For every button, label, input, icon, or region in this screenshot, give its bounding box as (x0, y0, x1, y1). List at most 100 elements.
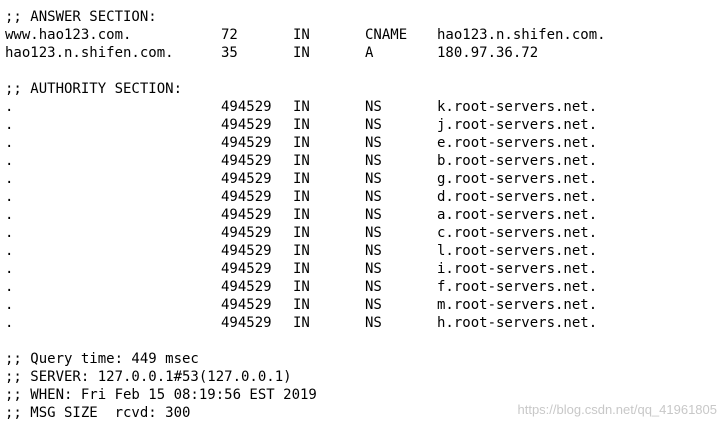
record-name: . (5, 153, 14, 169)
record-class: IN (293, 225, 310, 241)
authority-record-row: . 494529 IN NS d.root-servers.net. (5, 188, 720, 206)
record-ttl: 494529 (221, 135, 272, 151)
record-ttl: 35 (221, 45, 238, 61)
record-name: . (5, 297, 14, 313)
authority-record-row: . 494529 IN NS a.root-servers.net. (5, 206, 720, 224)
record-data: c.root-servers.net. (437, 225, 598, 241)
record-name: . (5, 279, 14, 295)
record-type: NS (365, 171, 382, 187)
answer-record-row: hao123.n.shifen.com. 35 IN A 180.97.36.7… (5, 44, 720, 62)
record-data: m.root-servers.net. (437, 297, 598, 313)
record-class: IN (293, 297, 310, 313)
blank-line (5, 332, 720, 350)
record-class: IN (293, 153, 310, 169)
authority-record-row: . 494529 IN NS b.root-servers.net. (5, 152, 720, 170)
record-name: . (5, 99, 14, 115)
record-type: NS (365, 207, 382, 223)
record-ttl: 494529 (221, 153, 272, 169)
record-ttl: 494529 (221, 297, 272, 313)
record-name: . (5, 135, 14, 151)
record-ttl: 494529 (221, 279, 272, 295)
record-type: NS (365, 135, 382, 151)
answer-record-row: www.hao123.com. 72 IN CNAME hao123.n.shi… (5, 26, 720, 44)
record-type: NS (365, 153, 382, 169)
authority-record-row: . 494529 IN NS c.root-servers.net. (5, 224, 720, 242)
record-type: NS (365, 99, 382, 115)
record-ttl: 494529 (221, 171, 272, 187)
record-ttl: 494529 (221, 225, 272, 241)
authority-record-row: . 494529 IN NS i.root-servers.net. (5, 260, 720, 278)
authority-record-row: . 494529 IN NS m.root-servers.net. (5, 296, 720, 314)
server-line: ;; SERVER: 127.0.0.1#53(127.0.0.1) (5, 369, 292, 385)
record-type: NS (365, 225, 382, 241)
record-type: NS (365, 117, 382, 133)
authority-section-header: ;; AUTHORITY SECTION: (5, 81, 183, 97)
record-name: hao123.n.shifen.com. (5, 45, 174, 61)
record-name: . (5, 117, 14, 133)
blank-line (5, 62, 720, 80)
record-class: IN (293, 135, 310, 151)
record-type: NS (365, 297, 382, 313)
record-data: h.root-servers.net. (437, 315, 598, 331)
record-name: . (5, 171, 14, 187)
record-ttl: 494529 (221, 189, 272, 205)
record-type: NS (365, 261, 382, 277)
record-data: l.root-servers.net. (437, 243, 598, 259)
record-type: NS (365, 315, 382, 331)
record-ttl: 494529 (221, 207, 272, 223)
record-ttl: 72 (221, 27, 238, 43)
record-ttl: 494529 (221, 99, 272, 115)
authority-record-row: . 494529 IN NS f.root-servers.net. (5, 278, 720, 296)
answer-section-header: ;; ANSWER SECTION: (5, 9, 157, 25)
record-name: . (5, 315, 14, 331)
record-type: CNAME (365, 27, 408, 43)
record-data: k.root-servers.net. (437, 99, 598, 115)
authority-record-row: . 494529 IN NS l.root-servers.net. (5, 242, 720, 260)
record-class: IN (293, 117, 310, 133)
record-data: d.root-servers.net. (437, 189, 598, 205)
terminal-output[interactable]: ;; ANSWER SECTION: www.hao123.com. 72 IN… (5, 8, 720, 422)
msg-size-line: ;; MSG SIZE rcvd: 300 (5, 405, 191, 421)
record-class: IN (293, 171, 310, 187)
record-ttl: 494529 (221, 261, 272, 277)
record-class: IN (293, 189, 310, 205)
record-class: IN (293, 243, 310, 259)
record-ttl: 494529 (221, 315, 272, 331)
record-name: . (5, 225, 14, 241)
record-data: f.root-servers.net. (437, 279, 598, 295)
record-name: . (5, 207, 14, 223)
record-data: j.root-servers.net. (437, 117, 598, 133)
record-data: 180.97.36.72 (437, 45, 539, 61)
record-type: A (365, 45, 374, 61)
record-class: IN (293, 99, 310, 115)
record-data: i.root-servers.net. (437, 261, 598, 277)
record-data: g.root-servers.net. (437, 171, 598, 187)
record-class: IN (293, 279, 310, 295)
record-type: NS (365, 189, 382, 205)
record-ttl: 494529 (221, 117, 272, 133)
authority-record-row: . 494529 IN NS k.root-servers.net. (5, 98, 720, 116)
record-class: IN (293, 45, 310, 61)
record-class: IN (293, 27, 310, 43)
record-class: IN (293, 261, 310, 277)
authority-record-row: . 494529 IN NS h.root-servers.net. (5, 314, 720, 332)
record-name: . (5, 243, 14, 259)
record-name: . (5, 189, 14, 205)
record-data: b.root-servers.net. (437, 153, 598, 169)
record-type: NS (365, 279, 382, 295)
when-line: ;; WHEN: Fri Feb 15 08:19:56 EST 2019 (5, 387, 317, 403)
record-type: NS (365, 243, 382, 259)
record-name: www.hao123.com. (5, 27, 132, 43)
authority-record-row: . 494529 IN NS g.root-servers.net. (5, 170, 720, 188)
record-data: e.root-servers.net. (437, 135, 598, 151)
watermark-url: https://blog.csdn.net/qq_41961805 (517, 402, 718, 417)
authority-record-row: . 494529 IN NS j.root-servers.net. (5, 116, 720, 134)
record-name: . (5, 261, 14, 277)
record-data: hao123.n.shifen.com. (437, 27, 606, 43)
query-time-line: ;; Query time: 449 msec (5, 351, 199, 367)
record-class: IN (293, 207, 310, 223)
record-data: a.root-servers.net. (437, 207, 598, 223)
record-ttl: 494529 (221, 243, 272, 259)
authority-record-row: . 494529 IN NS e.root-servers.net. (5, 134, 720, 152)
record-class: IN (293, 315, 310, 331)
